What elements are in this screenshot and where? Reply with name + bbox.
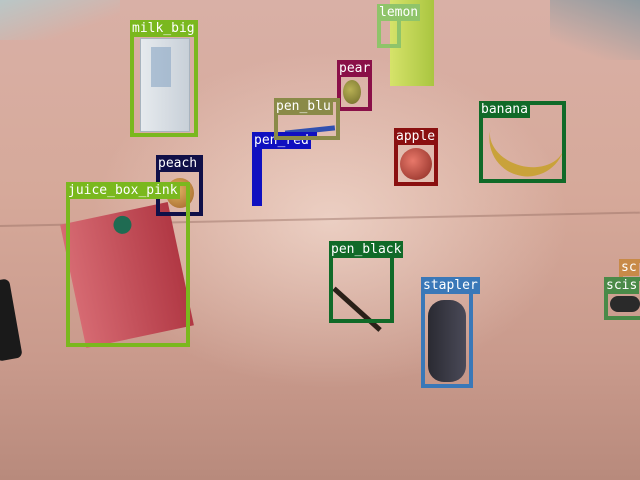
bbox-label: pen_black <box>329 241 404 258</box>
bbox-label: lemon <box>377 4 421 21</box>
bbox-label: pear <box>337 60 373 77</box>
dark-object <box>0 278 23 362</box>
bbox-label: juice_box_pink <box>66 182 180 199</box>
bbox-sc: sc <box>619 259 640 279</box>
milk-carton <box>140 38 190 132</box>
bbox-banana: banana <box>479 101 566 183</box>
bbox-label: stapler <box>421 277 480 294</box>
bbox-pen-red: pen_red <box>252 132 317 206</box>
apple-fruit <box>400 148 432 180</box>
background-wall <box>0 0 120 40</box>
bbox-label: pen_blu <box>274 98 333 115</box>
bbox-apple: apple <box>394 128 438 186</box>
bbox-pen-blu: pen_blu <box>274 98 340 140</box>
bbox-label: apple <box>394 128 438 145</box>
bbox-pear: pear <box>337 60 373 111</box>
bbox-label: peach <box>156 155 200 172</box>
bbox-scis: scis <box>604 277 640 320</box>
scissors-object <box>610 296 640 312</box>
bbox-lemon: lemon <box>377 4 421 48</box>
bbox-stapler: stapler <box>421 277 480 388</box>
bbox-juice-box-pink: juice_box_pink <box>66 182 190 347</box>
bbox-milk-big: milk_big <box>130 20 198 137</box>
bbox-label: scis <box>604 277 640 294</box>
bbox-pen-black: pen_black <box>329 241 404 323</box>
bbox-label: milk_big <box>130 20 197 37</box>
background-object <box>550 0 640 60</box>
stapler-object <box>428 300 466 382</box>
pear-fruit <box>343 80 361 104</box>
bbox-label: banana <box>479 101 530 118</box>
bbox-label: sc <box>619 259 639 276</box>
